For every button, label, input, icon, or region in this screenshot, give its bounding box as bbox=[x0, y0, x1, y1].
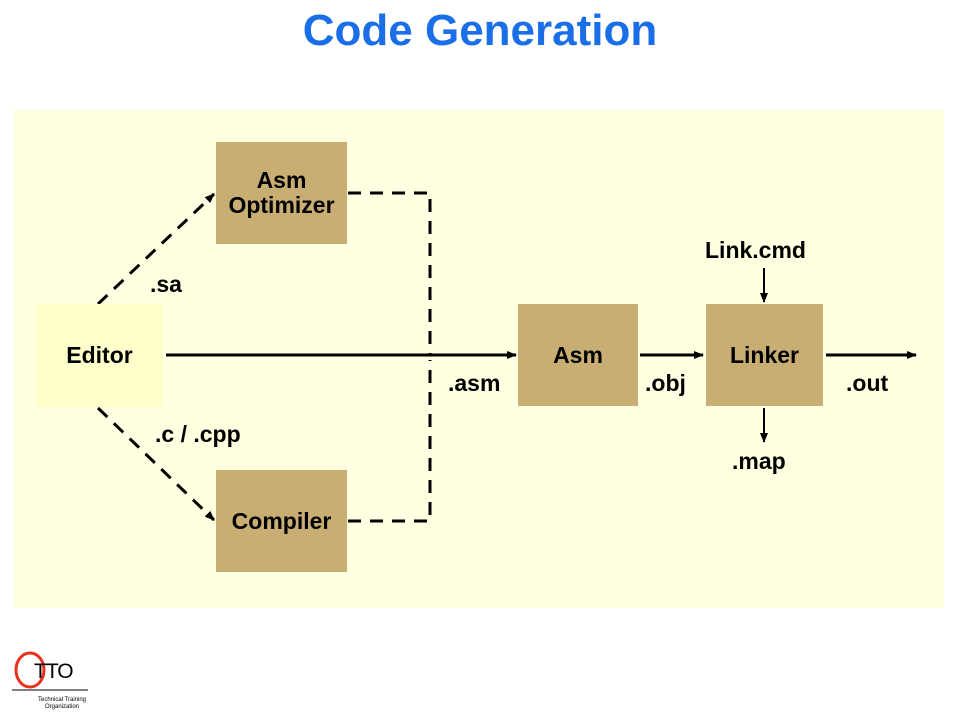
editor-node: Editor bbox=[36, 304, 163, 407]
tto-logo-icon bbox=[12, 651, 88, 691]
compiler-output-line bbox=[348, 360, 432, 523]
asm-extension-label: .asm bbox=[448, 370, 501, 396]
optimizer-output-line bbox=[348, 191, 432, 354]
link-cmd-label: Link.cmd bbox=[705, 237, 806, 263]
obj-label: .obj bbox=[645, 370, 686, 396]
tto-logo-letters: TTO bbox=[34, 660, 74, 683]
map-label: .map bbox=[732, 448, 786, 474]
compiler-node: Compiler bbox=[216, 470, 347, 572]
page-title: Code Generation bbox=[302, 6, 658, 55]
out-label: .out bbox=[846, 370, 889, 396]
editor-to-optimizer-arrow bbox=[96, 192, 216, 306]
asm-node: Asm bbox=[518, 304, 638, 406]
sa-label: .sa bbox=[150, 271, 182, 297]
c-cpp-label: .c / .cpp bbox=[155, 421, 241, 447]
tto-logo-line2: Organization bbox=[44, 704, 80, 710]
editor-to-compiler-arrow bbox=[96, 406, 216, 522]
linker-node: Linker bbox=[706, 304, 823, 406]
asm-optimizer-node: Asm Optimizer bbox=[216, 142, 347, 244]
tto-logo-line1: Technical Training bbox=[37, 697, 87, 703]
